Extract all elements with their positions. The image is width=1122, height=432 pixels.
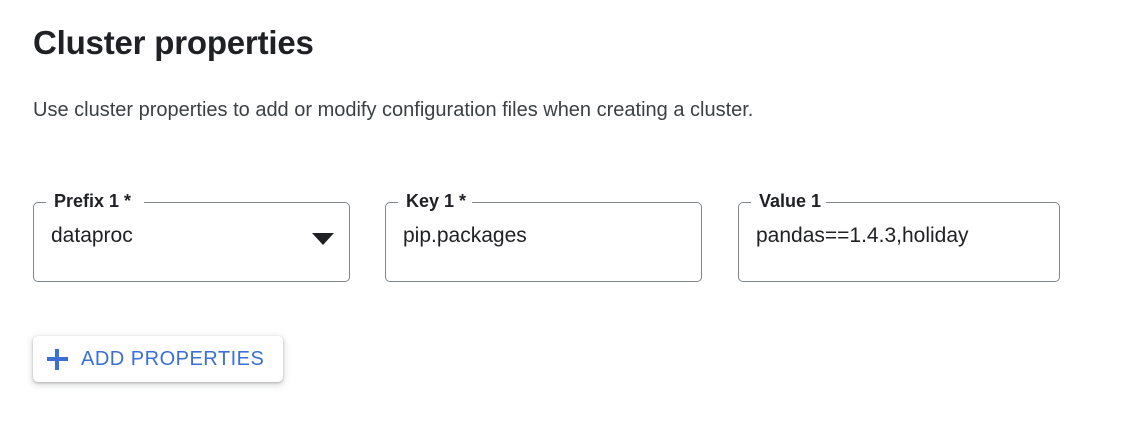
prefix-field-label: Prefix 1 *	[50, 189, 136, 213]
key-field-label: Key 1 *	[402, 189, 471, 213]
key-input-field[interactable]: Key 1 * pip.packages	[385, 189, 702, 282]
value-field-value: pandas==1.4.3,holiday	[756, 224, 969, 247]
value-input-field[interactable]: Value 1 pandas==1.4.3,holiday	[738, 189, 1060, 282]
page-title: Cluster properties	[33, 24, 314, 61]
prefix-field-value: dataproc	[51, 224, 133, 247]
key-field-value: pip.packages	[403, 224, 527, 247]
page-description: Use cluster properties to add or modify …	[33, 99, 754, 121]
plus-icon	[47, 348, 68, 370]
add-properties-button[interactable]: ADD PROPERTIES	[33, 336, 284, 382]
value-field-label: Value 1	[755, 189, 826, 213]
chevron-down-icon[interactable]	[312, 233, 334, 245]
add-properties-label: ADD PROPERTIES	[81, 348, 265, 370]
prefix-select-field[interactable]: Prefix 1 * dataproc	[33, 189, 350, 282]
